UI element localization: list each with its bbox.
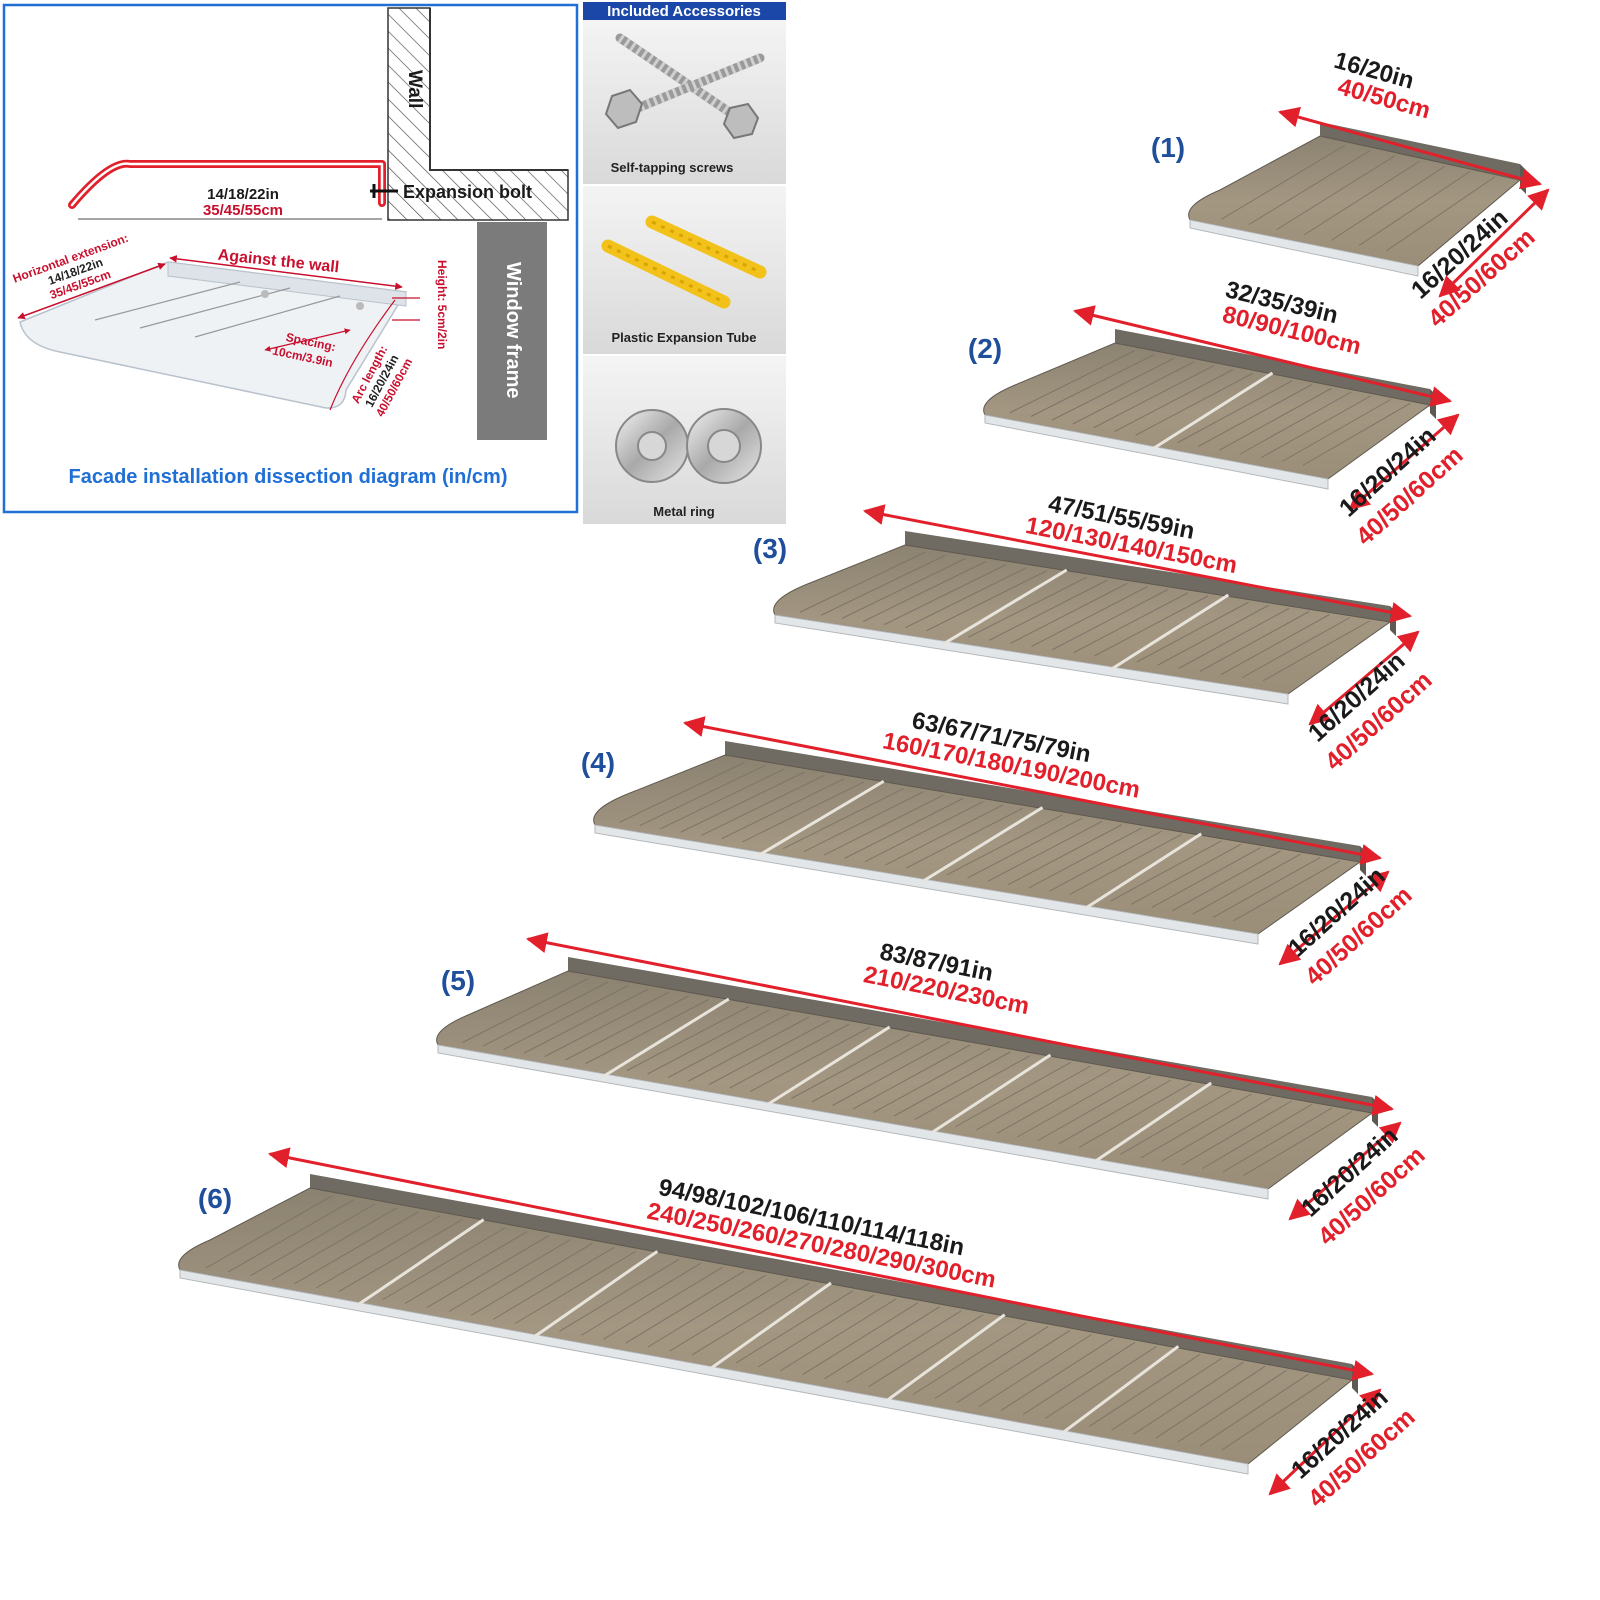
panel-rib [1220,614,1330,676]
panel-rib [1281,399,1391,462]
canopy-front-edge [1189,219,1419,277]
canopy-front-edge [774,614,1289,705]
canopy-profile-highlight [70,162,384,207]
window-frame [477,222,547,440]
arc-length-line [329,299,396,411]
depth-arrow [1438,188,1550,298]
width-arrow [1072,305,1453,407]
width-arrow [862,504,1413,623]
wall-inner-edge [429,8,568,171]
canopy-end-cap [1430,389,1436,419]
window-frame-label: Window frame [502,262,524,399]
canopy-rib [194,295,341,338]
canopy-index-label: (2) [968,333,1002,364]
canopy-end-cap [1390,606,1396,636]
mount-hole [261,290,269,298]
panel-rib [1241,617,1350,679]
diagram-title: Facade installation dissection diagram (… [69,466,508,488]
width-arrow [525,932,1395,1116]
panel-rib [1212,857,1321,918]
expansion-tube-icon [601,215,767,309]
against-wall-dimension [169,255,403,290]
canopy-index-label: (4) [581,747,615,778]
canopy-sizes: 16/20in40/50cm16/20/24in40/50/60cm(1)32/… [178,47,1550,1513]
accessories-header: Included Accessories [607,3,761,20]
depth-arrow [1268,1388,1382,1496]
height-label: Height: 5cm/2in [435,260,449,349]
canopy-5: 83/87/91in210/220/230cm16/20/24in40/50/6… [436,932,1431,1251]
width-arrow [267,1147,1375,1381]
spacing-dimension [264,328,351,352]
canopy-4: 63/67/71/75/79in160/170/180/190/200cm16/… [581,707,1418,991]
horizontal-extension-dimension [17,262,166,320]
accessory-label-screws: Self-tapping screws [611,160,734,175]
expansion-bolt-label: Expansion bolt [403,182,532,202]
accessory-label-tubes: Plastic Expansion Tube [612,330,757,345]
depth-in-label: 14/18/22in [207,186,279,203]
canopy-end-cap [1372,1097,1378,1127]
accessory-label-rings: Metal ring [653,504,714,519]
wall-label: Wall [404,70,425,108]
depth-cm-label: 35/45/55cm [203,202,283,219]
depth-arrow [1308,630,1420,726]
canopy-end-cap [1352,1364,1358,1394]
accessories-panel: Included Accessories Self-tapping screws… [583,2,786,524]
canopy-index-label: (5) [441,965,475,996]
canopy-3: 47/51/55/59in120/130/140/150cm16/20/24in… [753,490,1438,776]
canopy-2: 32/35/39in80/90/100cm16/20/24in40/50/60c… [968,276,1469,551]
screws-icon [604,33,765,140]
canopy-6: 94/98/102/106/110/114/118in240/250/260/2… [178,1147,1421,1513]
canopy-index-label: (1) [1151,132,1185,163]
mount-hole [356,302,364,310]
depth-arrow [1348,413,1460,511]
accessories-header-bg [583,2,786,20]
width-arrow [1277,106,1543,190]
facade-diagram: Wall Window frame Expansion bolt 14/18/2… [2,3,579,514]
panel-rib [1199,1373,1309,1447]
metal-ring-icon [615,408,762,484]
panel-rib [1177,1369,1288,1443]
canopy-front-edge [984,414,1329,490]
canopy-index-label: (6) [198,1183,232,1214]
canopy-index-label: (3) [753,533,787,564]
width-arrow [682,716,1383,865]
